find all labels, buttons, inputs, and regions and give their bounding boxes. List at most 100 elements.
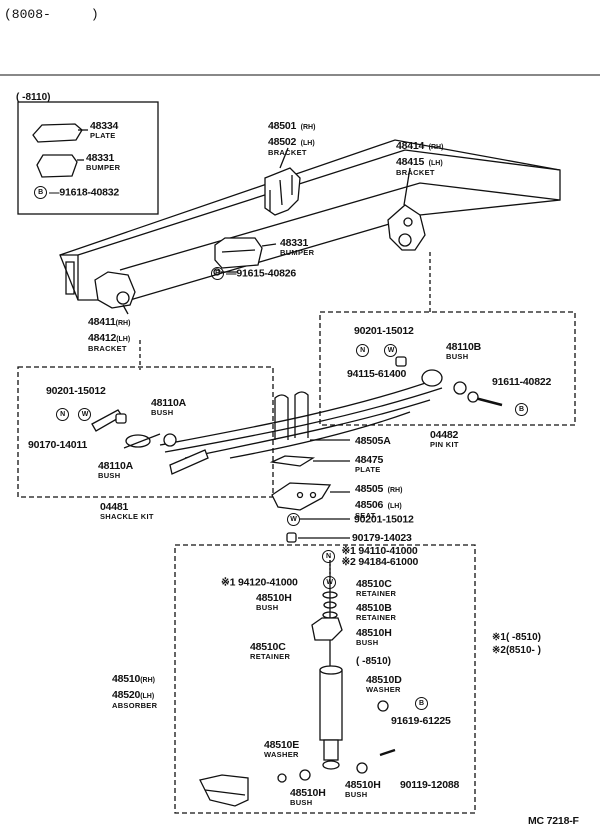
inset-bolt-label: B—91618-40832 [34,186,119,199]
absorber-no2: 48520 [112,689,141,701]
washer-e-name: WASHER [264,749,299,759]
bracket-front-no2: 48415 [396,156,425,168]
footer-code: MC 7218-F [528,815,579,827]
frame-rail [59,139,561,301]
shacklekit-nut-no: 90170-14011 [28,439,88,451]
spring-no: 48505A [355,435,391,447]
bush-h-low1-no: 48510H [290,787,326,799]
header-range-close: ) [90,7,99,22]
inset-bumper-label: 48331 BUMPER [86,153,120,171]
shacklekit-bush-a-name: BUSH [151,407,174,417]
lower-bolt-mark-wrap: B [415,696,430,712]
bush-h-mid-label: 48510H BUSH [356,628,392,646]
seat-nut-no: 90179-14023 [352,532,412,544]
absorber-nut-no2: ※2 94184-61000 [341,555,419,568]
bumper-main-name: BUMPER [280,247,315,257]
inset-plate-label: 48334 PLATE [90,121,118,139]
bush-h-low1-label: 48510H BUSH [290,788,326,806]
shacklekit-bush-b-label: 48110A BUSH [98,461,133,479]
shacklekit-kit-label: 04481 SHACKLE KIT [100,502,154,520]
absorber-washer-label: ※1 94120-41000 W [221,576,338,589]
retainer-b-no: 48510B [356,602,392,614]
bracket-front-label: 48414 (RH) 48415 (LH) BRACKET [396,137,443,177]
absorber-nuts-mark: N [322,550,335,563]
note-1: ※1( -8510) [492,632,541,643]
lower-bolt-mark: B [415,697,428,711]
spring-seat-shape [271,482,332,511]
shacklekit-bush-b-no: 48110A [98,460,134,472]
seat-washer-mark: W [287,513,300,526]
leaf-spring-shape [159,377,441,446]
bracket-rear-sfx2: (LH) [300,140,315,147]
pinkit-bolt-mark: B [515,403,528,417]
absorber-nuts-label: N ※1 94110-41000 ※2 94184-61000 [322,546,418,567]
bumper-main-label: 48331 BUMPER [280,238,314,256]
note-2: ※2(8510- ) [492,645,541,656]
bumper-bolt-mark: B [211,267,224,280]
shacklekit-bush-b-name: BUSH [98,470,121,480]
retainer-c-lower-name: RETAINER [250,651,291,661]
shacklekit-marks: N W [56,408,93,421]
bracket-shackle-sfx2: (LH) [116,336,131,343]
washer-d-no: 48510D [366,674,402,686]
inset-plate-no: 48334 [90,120,119,132]
lower-bolt2-no: 90119-12088 [400,779,460,791]
pinkit-washer-mark: W [384,344,398,357]
absorber-sfx2: (LH) [140,693,155,700]
pinkit-nut-no: 94115-61400 [347,368,407,380]
inset-bumper-name: BUMPER [86,162,121,172]
pinkit-bolt-mark-wrap: B [515,402,530,418]
spring-seat-name: SEAT [355,511,376,520]
absorber-washer-mark: W [323,576,337,589]
inset-bumper-no: 48331 [86,152,115,164]
pinkit-nut-mark: N [356,344,369,357]
retainer-b-label: 48510B RETAINER [356,603,396,621]
bracket-shackle-no1: 48411 [88,316,116,328]
inset-plate-name: PLATE [90,130,116,140]
washer-d-label: 48510D WASHER [366,675,402,693]
shacklekit-washer-no: 90201-15012 [46,385,106,397]
bracket-front-sfx1: (RH) [428,144,444,151]
bush-h-upper-label: 48510H BUSH [256,593,292,611]
washer-e-label: 48510E WASHER [264,740,299,758]
retainer-c-lower-no: 48510C [250,641,286,653]
rear-bracket-shape [264,167,301,216]
spring-seat-sfx1: (RH) [387,487,403,494]
bush-h-low2-name: BUSH [345,789,368,799]
bracket-shackle-sfx1: (RH) [115,320,131,327]
bumper-main-shape [214,237,263,269]
bumper-bolt-no: 91615-40826 [236,267,297,280]
pinkit-marks: N W [356,344,399,357]
absorber-sfx1: (RH) [140,677,155,684]
spring-plate-name: PLATE [355,464,381,474]
bracket-shackle-name: BRACKET [88,344,127,353]
pinkit-washer-no: 90201-15012 [354,325,414,337]
inset-bolt-mark: B [34,186,47,199]
shacklekit-bush-a-label: 48110A BUSH [151,398,186,416]
front-bracket-shape [387,204,426,251]
lower-range: ( -8510) [356,656,392,667]
absorber-name: ABSORBER [112,701,158,710]
bush-h-low2-label: 48510H BUSH [345,780,381,798]
retainer-c-upper-no: 48510C [356,578,392,590]
retainer-c-upper-name: RETAINER [356,588,397,598]
pinkit-kit-name: PIN KIT [430,439,459,449]
bush-h-low1-name: BUSH [290,797,313,807]
shackle-bracket-shape [94,271,136,309]
header-range: (8008-) [4,8,99,21]
bush-h-upper-no: 48510H [256,592,292,604]
bush-h-mid-no: 48510H [356,627,392,639]
bracket-front-sfx2: (LH) [428,160,443,167]
spring-seat-no1: 48505 [355,483,384,495]
inset-range: ( -8110) [16,92,51,103]
spring-plate-no: 48475 [355,454,384,466]
absorber-body-shape [319,669,343,741]
retainer-c-upper-label: 48510C RETAINER [356,579,396,597]
spring-seat-sfx2: (LH) [387,503,402,510]
bracket-rear-name: BRACKET [268,148,307,157]
bracket-shackle-label: 48411(RH) 48412(LH) BRACKET [88,313,130,353]
bumper-bolt-label: B—91615-40826 [211,267,296,280]
retainer-c-lower-label: 48510C RETAINER [250,642,290,660]
